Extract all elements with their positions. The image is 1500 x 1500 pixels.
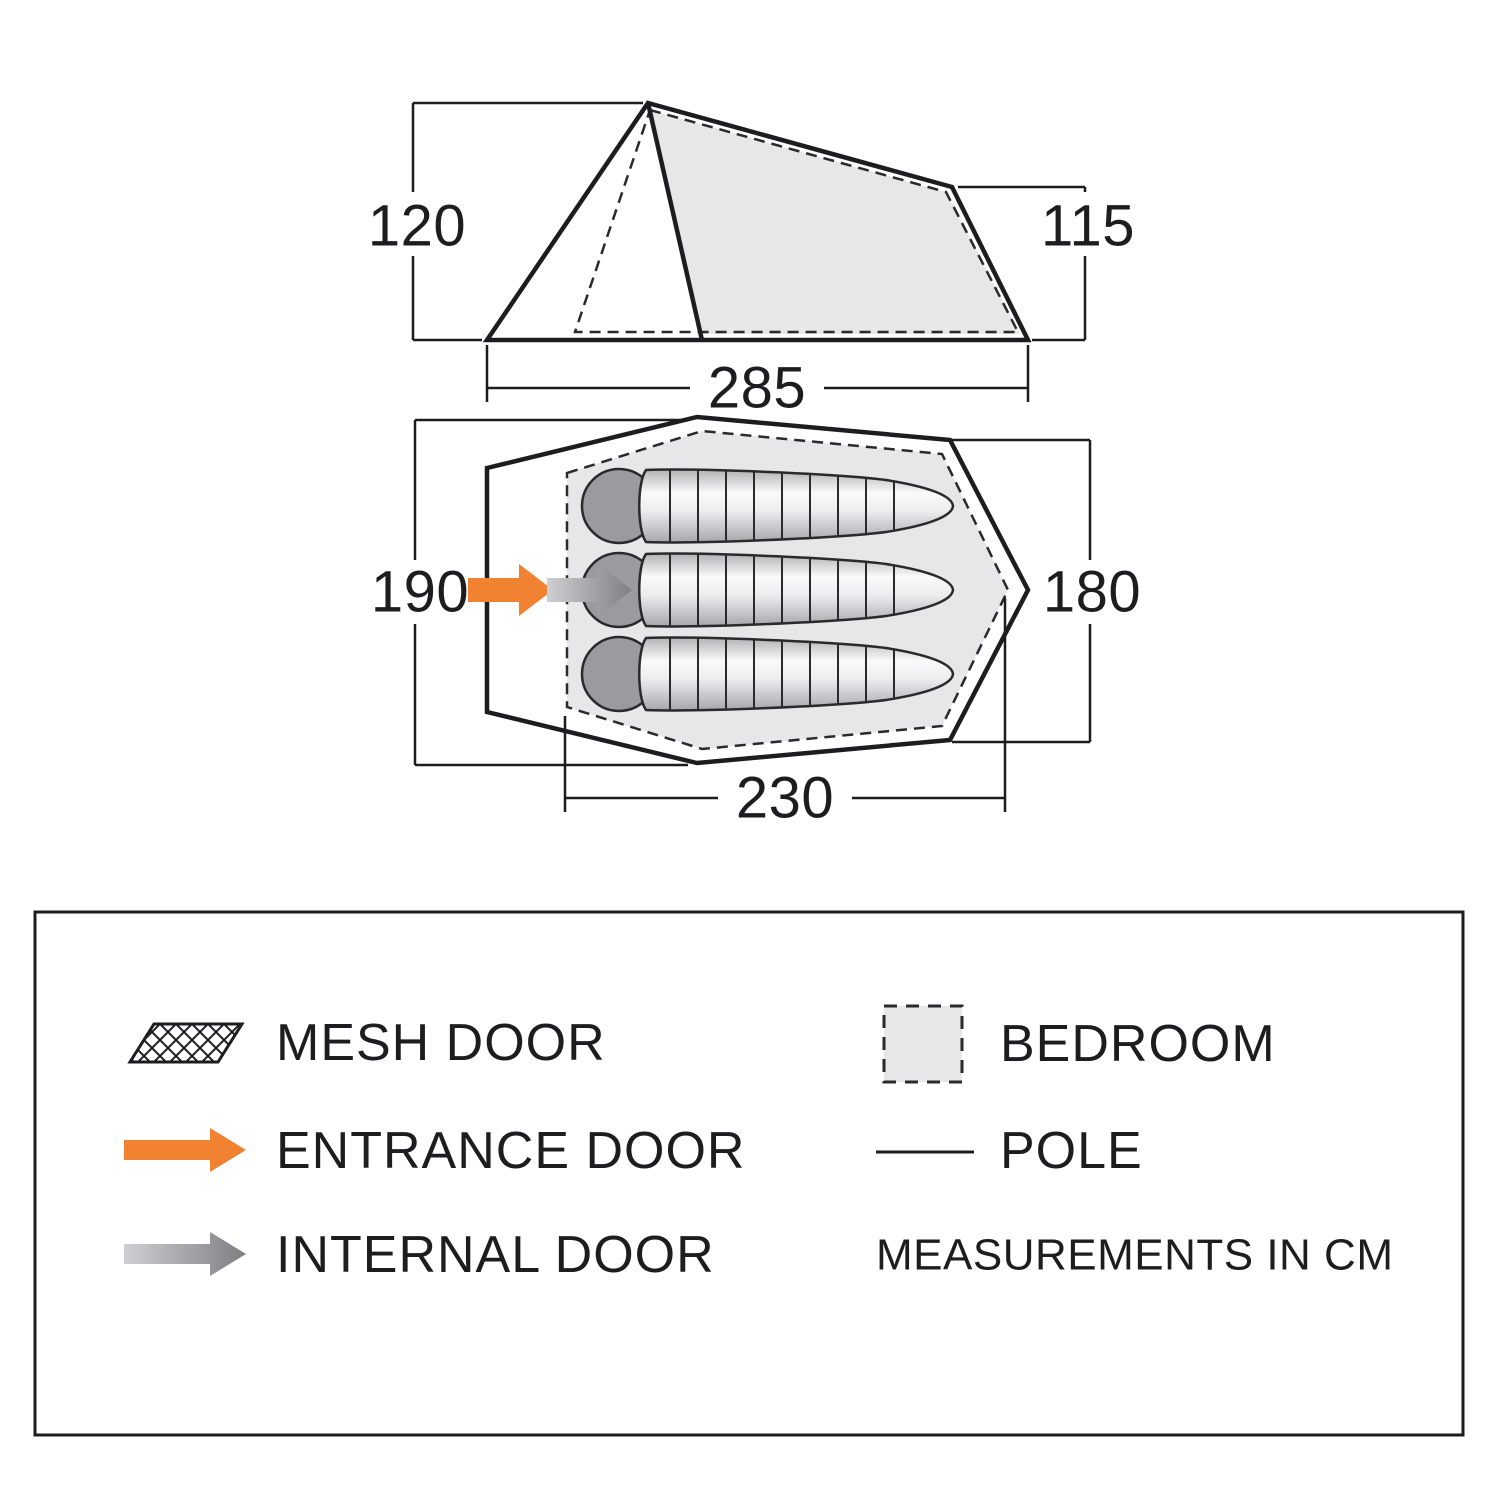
internal-door-arrow-icon [547, 564, 632, 616]
inner-tent-profile-dashed [573, 108, 1021, 334]
internal-door-icon [124, 1232, 246, 1276]
side-length-value: 285 [708, 356, 806, 421]
side-elevation-view: 120 115 285 [362, 100, 1144, 421]
internal-door-label: INTERNAL DOOR [276, 1226, 715, 1284]
sleeping-mat-bottom [580, 635, 955, 713]
flysheet-profile-outline [482, 100, 1032, 343]
floor-plan-view: 190 180 [362, 414, 1152, 831]
label-backing [1036, 560, 1152, 624]
entrance-door-icon [124, 1128, 246, 1172]
legend-box [33, 910, 1465, 1437]
dimension-bracket-height-right: 115 [958, 185, 1144, 342]
label-backing [362, 560, 474, 624]
label-backing [718, 768, 852, 828]
mat-outline [638, 552, 955, 628]
mat-ribs [669, 553, 895, 627]
dimension-bracket-width-right: 180 [952, 438, 1152, 744]
label-backing [362, 192, 472, 256]
legend: MESH DOOR ENTRANCE DOOR INTERNAL DOOR BE… [33, 910, 1465, 1437]
mat-ribs [669, 469, 895, 543]
mat-ribs [669, 637, 895, 711]
dimension-bracket-height-left: 120 [362, 101, 643, 342]
mat-outline [638, 636, 955, 712]
mat-body [639, 553, 953, 627]
bedroom-area-dashed-outline [565, 429, 1010, 751]
dimension-bracket-length: 285 [485, 345, 1030, 421]
mat-body [639, 637, 953, 711]
bedroom-label: BEDROOM [1000, 1015, 1276, 1073]
mesh-door-icon [127, 1022, 245, 1064]
front-pole-edge [645, 102, 705, 341]
dimension-bracket-width-left: 190 [362, 418, 688, 767]
entrance-door-label: ENTRANCE DOOR [276, 1122, 745, 1180]
label-backing [1032, 192, 1144, 256]
mesh-door-label: MESH DOOR [276, 1014, 606, 1072]
mat-outline [638, 468, 955, 544]
flysheet-footprint-outline [484, 414, 1031, 766]
plan-bedroom-length-value: 230 [736, 766, 834, 831]
pole-label: POLE [1000, 1122, 1143, 1180]
entrance-door-arrow-icon [468, 564, 553, 616]
measurements-note: MEASUREMENTS IN CM [876, 1231, 1393, 1280]
bedroom-icon [882, 1004, 964, 1084]
inner-tent-profile-fill [650, 110, 1020, 334]
side-height-right-value: 115 [1041, 194, 1135, 259]
plan-width-right-value: 180 [1043, 560, 1141, 625]
dimension-bracket-bedroom-length: 230 [563, 598, 1007, 831]
label-backing [690, 356, 824, 418]
plan-width-left-value: 190 [371, 560, 469, 625]
side-height-left-value: 120 [368, 194, 466, 259]
sleeping-mat-top [580, 467, 955, 545]
mat-body [639, 469, 953, 543]
